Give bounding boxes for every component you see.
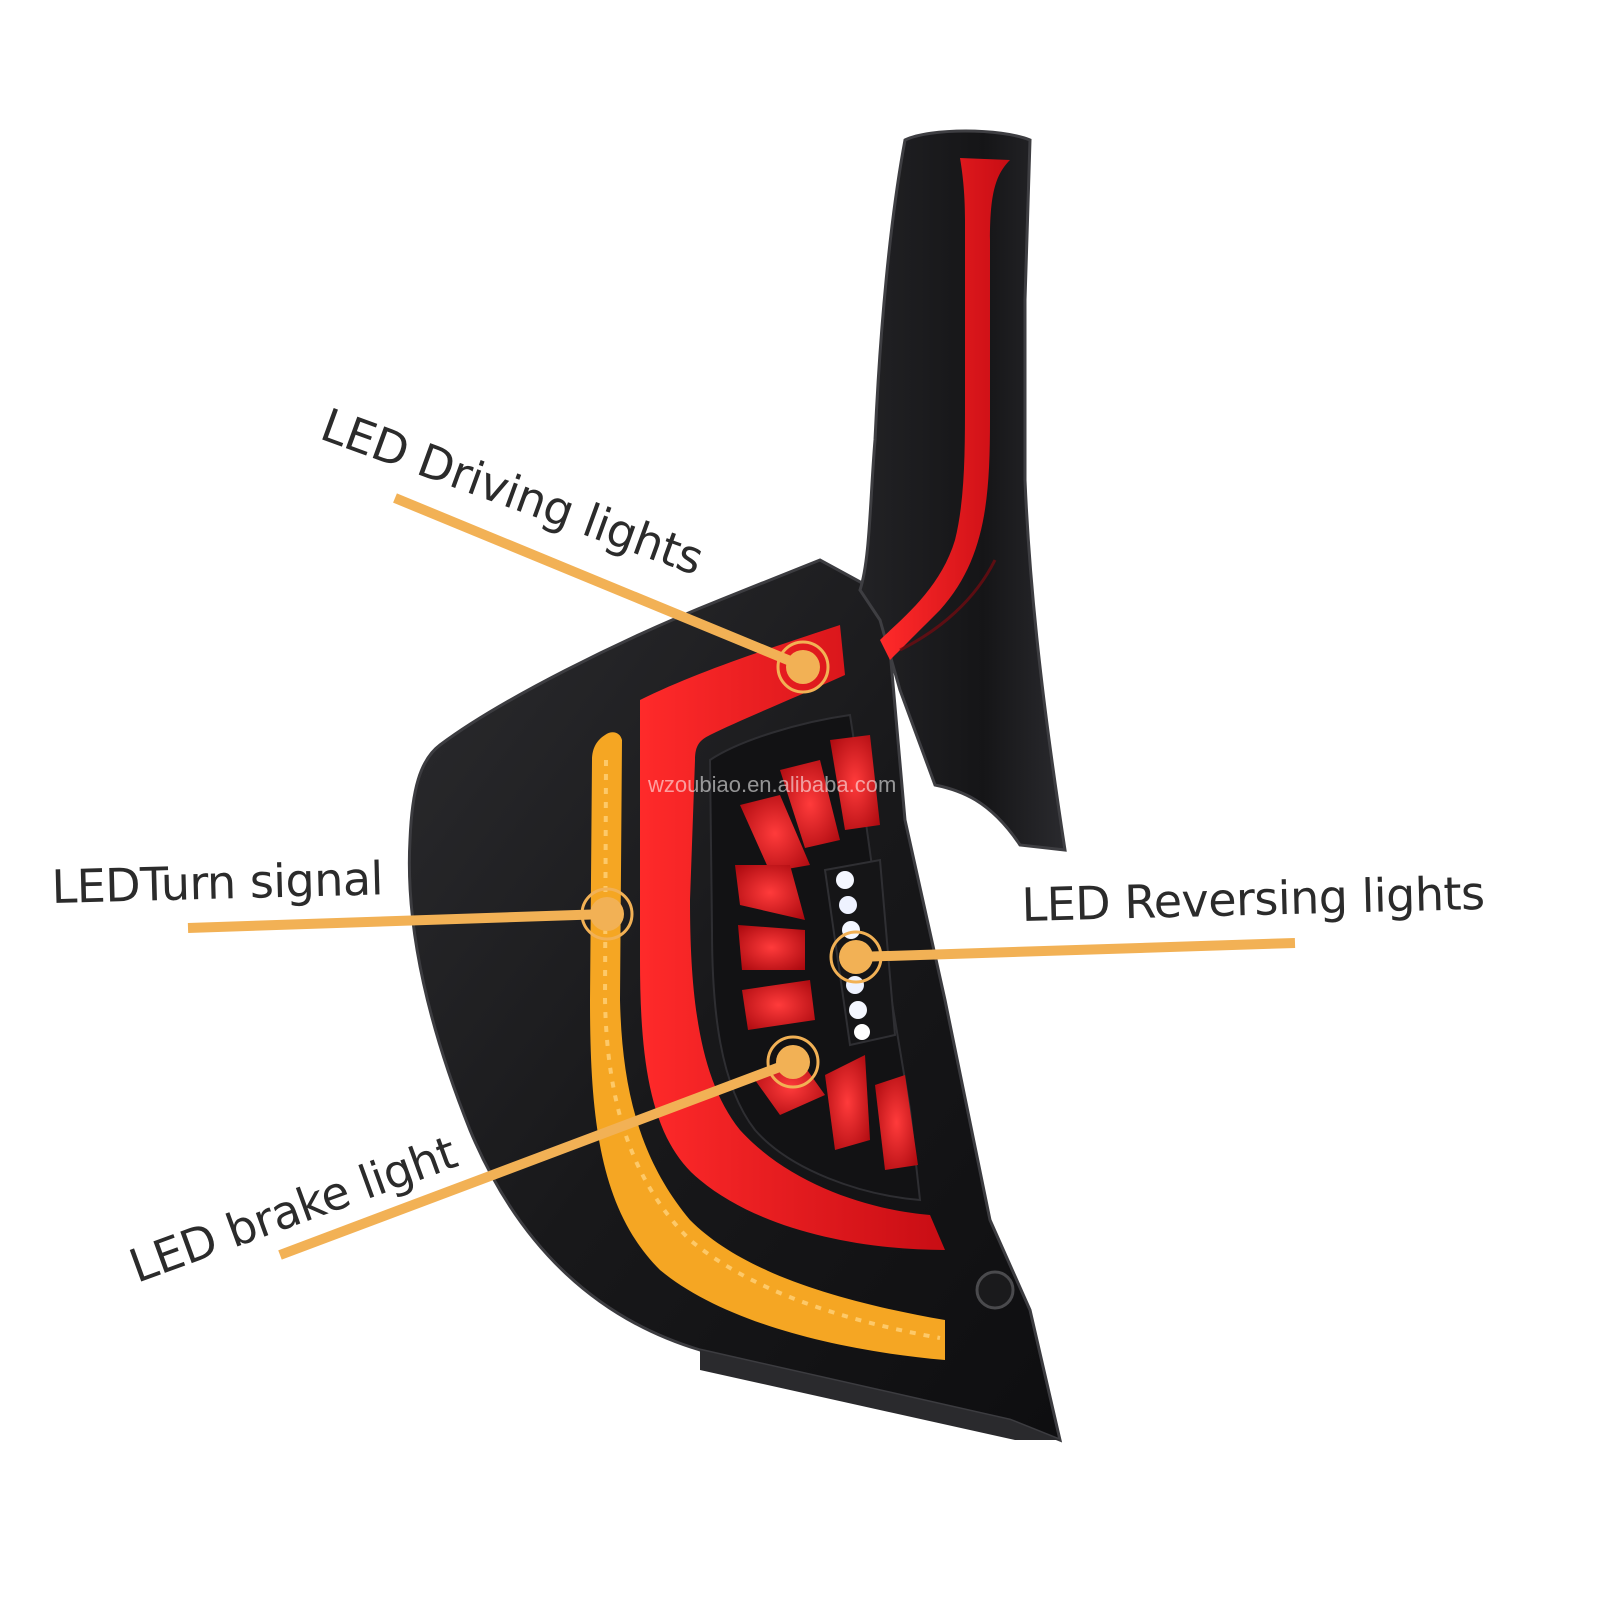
turn-signal-strip-highlight — [602, 759, 941, 1340]
callout-turn-signal: LEDTurn signal — [51, 851, 634, 941]
brake-light-segment — [740, 795, 810, 872]
callout-driving-lights: LED Driving lights — [314, 398, 830, 694]
callout-leader-line — [855, 938, 1296, 962]
callout-leader-line — [187, 909, 608, 933]
lamp-upper-stalk — [858, 129, 1067, 852]
brake-light-segment — [742, 980, 815, 1030]
driving-light-bar-upper — [880, 158, 1010, 660]
reversing-led — [836, 871, 854, 889]
callout-marker-dot — [590, 897, 624, 931]
mounting-bolt — [975, 1270, 1015, 1310]
watermark: wzoubiao.en.alibaba.com — [647, 772, 896, 797]
brake-light-segment — [830, 735, 880, 830]
callout-marker-dot — [786, 650, 820, 684]
callout-marker-dot — [839, 940, 873, 974]
reversing-led — [849, 1001, 867, 1019]
reversing-led — [846, 976, 864, 994]
callout-label: LED Reversing lights — [1021, 866, 1485, 932]
callout-reversing-lights: LED Reversing lights — [829, 866, 1485, 984]
callout-label: LED Driving lights — [314, 398, 710, 586]
callout-leader-line — [278, 1057, 795, 1260]
reversing-led — [854, 1024, 870, 1040]
brake-light-segment — [825, 1055, 870, 1150]
callout-marker-ring — [776, 640, 830, 694]
callout-marker-ring — [766, 1035, 820, 1089]
brake-light-cluster — [735, 735, 918, 1170]
brake-light-segment — [875, 1075, 918, 1170]
brake-light-segment — [735, 865, 805, 920]
driving-light-bar-inner-edge — [899, 559, 997, 652]
callout-label: LEDTurn signal — [51, 851, 384, 914]
callout-marker-dot — [776, 1045, 810, 1079]
lamp-lower-flange — [700, 1350, 1060, 1440]
reversing-led — [839, 896, 857, 914]
brake-light-segment — [780, 760, 840, 848]
callout-marker-ring — [580, 887, 634, 941]
brake-light-segment — [738, 925, 805, 970]
callout-marker-ring — [829, 930, 883, 984]
callout-leader-line — [393, 493, 802, 670]
